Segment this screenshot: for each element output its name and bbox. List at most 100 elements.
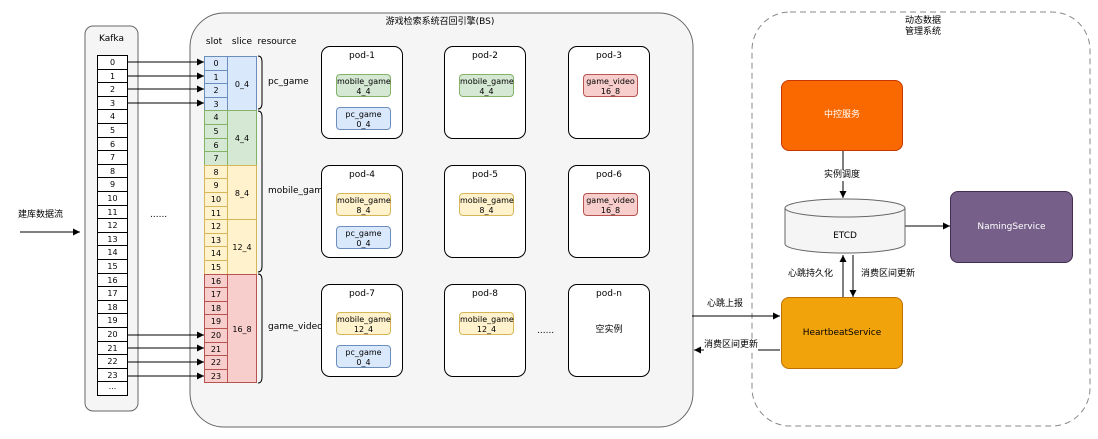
- slot-cell: 8: [204, 164, 228, 180]
- slot-cell: 18: [204, 300, 228, 316]
- resource-game-video: game_video: [268, 322, 323, 332]
- kafka-partition-cell: 15: [97, 259, 128, 274]
- kafka-partition-cell: 0: [97, 55, 128, 70]
- naming-service-label: NamingService: [977, 222, 1046, 232]
- pod-title: pod-6: [596, 170, 622, 180]
- slot-cell: 6: [204, 137, 228, 153]
- slot-cell: 3: [204, 96, 228, 112]
- kafka-partition-cell: 21: [97, 340, 128, 356]
- slot-cell: 12: [204, 219, 228, 234]
- pod-tag-resource: mobile_game: [337, 196, 391, 205]
- slot-cell: 9: [204, 178, 228, 193]
- pod-tag-slice: 12_4: [353, 325, 374, 334]
- pod-tag-resource: game_video: [586, 77, 635, 86]
- kafka-partition-cell: 14: [97, 245, 128, 260]
- engine-container: [189, 12, 694, 428]
- header-slice: slice: [231, 37, 253, 47]
- slot-cell: 0: [204, 56, 228, 71]
- kafka-partition-cell: 18: [97, 299, 128, 315]
- control-service-label: 中控服务: [823, 110, 860, 120]
- kafka-ellipsis-cell: ...: [97, 381, 128, 396]
- pod-tag-slice: 8_4: [479, 206, 494, 215]
- kafka-title: Kafka: [99, 34, 124, 44]
- input-flow-label: 建库数据流: [18, 210, 64, 220]
- kafka-partition-cell: 1: [97, 68, 128, 84]
- heartbeat-service-box: HeartbeatService: [781, 297, 903, 369]
- slot-cell: 7: [204, 151, 228, 166]
- pod-tag-resource: mobile_game: [337, 315, 391, 324]
- kafka-slot-arrows: [128, 58, 204, 380]
- heartbeat-service-label: HeartbeatService: [802, 328, 882, 338]
- pod-tag-resource: pc_game: [345, 348, 382, 357]
- control-service-box: 中控服务: [781, 80, 903, 151]
- slot-cell: 5: [204, 124, 228, 139]
- pod-tag-resource: mobile_game: [460, 315, 514, 324]
- dynamic-container: [751, 11, 1091, 427]
- heartbeat-persist-label: 心跳持久化: [788, 269, 834, 279]
- dynamic-title-line2: 管理系统: [904, 27, 941, 37]
- slice-cell: 0_4: [227, 56, 257, 112]
- pod-tag-resource: pc_game: [345, 229, 382, 238]
- pod-title: pod-4: [349, 170, 375, 180]
- kafka-partition-cell: 22: [97, 354, 128, 369]
- schedule-label: 实例调度: [824, 170, 861, 181]
- etcd-label: ETCD: [833, 231, 857, 241]
- kafka-partition-cell: 6: [97, 136, 128, 152]
- slot-cell: 20: [204, 328, 228, 343]
- pod-tag-slice: 0_4: [356, 120, 371, 129]
- kafka-partition-cell: 3: [97, 95, 128, 111]
- dynamic-title-line1: 动态数据: [904, 16, 941, 26]
- pod-tag-slice: 16_8: [600, 87, 621, 96]
- pod-ellipsis: ......: [537, 326, 555, 336]
- pod-tag-slice: 4_4: [356, 87, 371, 96]
- slice-cell: 16_8: [227, 273, 257, 384]
- resource-pc-game: pc_game: [268, 77, 309, 87]
- naming-service-box: NamingService: [950, 191, 1073, 263]
- pod-title: pod-n: [596, 289, 622, 299]
- kafka-partition-cell: 4: [97, 109, 128, 124]
- consume-update-label: 消费区间更新: [704, 340, 759, 351]
- slot-cell: 13: [204, 232, 228, 248]
- pod-tag-slice: 0_4: [356, 239, 371, 248]
- kafka-partition-cell: 7: [97, 150, 128, 165]
- slot-cell: 10: [204, 192, 228, 207]
- slot-cell: 19: [204, 314, 228, 329]
- slice-cell: 4_4: [227, 110, 257, 166]
- pod-tag-resource: mobile_game: [337, 77, 391, 86]
- engine-title: 游戏检索系统召回引擎(BS): [385, 17, 495, 27]
- slot-cell: 23: [204, 368, 228, 384]
- pod-title: pod-8: [472, 289, 498, 299]
- etcd-consume-label: 消费区间更新: [861, 269, 916, 279]
- pod-tag-slice: 12_4: [476, 325, 497, 334]
- flow-ellipsis: ......: [150, 210, 168, 220]
- slice-cell: 12_4: [227, 219, 257, 275]
- slot-cell: 14: [204, 246, 228, 261]
- kafka-partition-cell: 8: [97, 163, 128, 179]
- slot-cell: 16: [204, 273, 228, 289]
- pod-tag-slice: 8_4: [356, 206, 371, 215]
- pod-title: pod-7: [349, 289, 375, 299]
- slot-cell: 4: [204, 110, 228, 125]
- kafka-partition-cell: 13: [97, 231, 128, 247]
- etcd-cylinder: [784, 198, 906, 254]
- resource-mobile-game: mobile_game: [268, 186, 329, 196]
- slot-cell: 17: [204, 287, 228, 302]
- pod-tag-slice: 16_8: [600, 206, 621, 215]
- slot-cell: 15: [204, 260, 228, 275]
